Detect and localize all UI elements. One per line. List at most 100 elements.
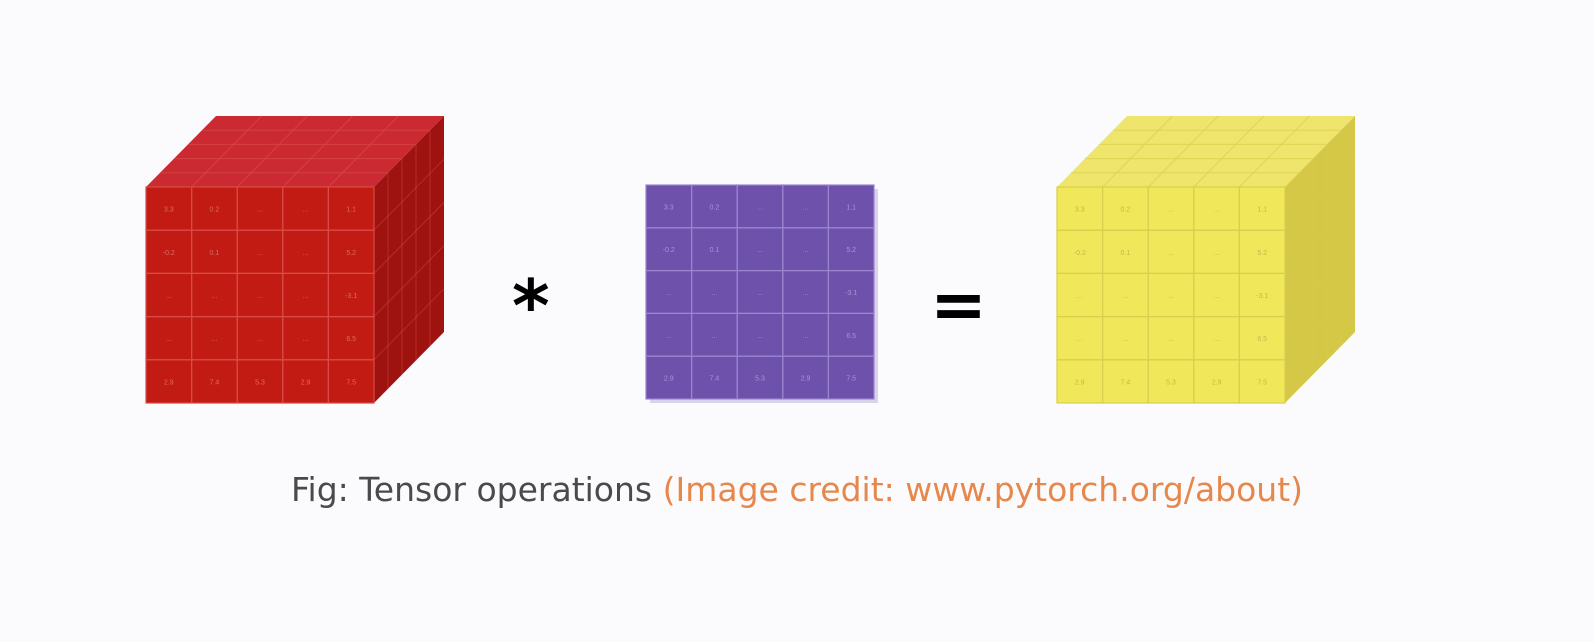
input-tensor-cell-value: 0.1 xyxy=(210,250,220,257)
input-tensor-cell-value: 1.1 xyxy=(346,207,356,214)
kernel-matrix-cell xyxy=(827,355,875,400)
output-tensor-cell-value: ... xyxy=(1214,293,1220,300)
input-tensor-cell-value: ... xyxy=(303,250,309,257)
kernel-matrix-cell-value: ... xyxy=(666,333,672,340)
input-tensor-top-face xyxy=(146,116,444,187)
output-tensor-top-grid-line xyxy=(1239,115,1310,188)
output-tensor-cell-value: ... xyxy=(1077,336,1083,343)
kernel-matrix-cell-value: -0.2 xyxy=(663,247,675,254)
input-tensor-cell-value: 2.9 xyxy=(301,379,311,386)
input-tensor-cell-value: ... xyxy=(303,293,309,300)
kernel-matrix-cell-value: 5.3 xyxy=(755,376,765,383)
input-tensor-cell-value: -0.2 xyxy=(163,250,175,257)
equals-operator: = xyxy=(930,266,987,345)
output-tensor-side-grid-line xyxy=(1284,158,1356,231)
kernel-matrix-cell-value: ... xyxy=(757,204,763,211)
kernel-matrix-cell-value: ... xyxy=(757,333,763,340)
input-tensor-top-grid-line xyxy=(236,115,308,188)
output-tensor-cell-value: 7.5 xyxy=(1257,379,1267,386)
kernel-matrix-cell-value: 0.2 xyxy=(710,204,720,211)
output-tensor-side-grid-line xyxy=(1284,202,1356,274)
output-tensor-cell-value: ... xyxy=(1214,207,1220,214)
input-tensor-cell-value: 6.5 xyxy=(346,336,356,343)
output-tensor-cell-value: ... xyxy=(1214,250,1220,257)
output-tensor-cell-value: ... xyxy=(1122,293,1128,300)
input-tensor-cell-value: 3.3 xyxy=(164,207,174,214)
input-tensor-top-grid-line xyxy=(282,115,354,188)
kernel-matrix-cell-value: 2.9 xyxy=(801,376,811,383)
output-tensor-front-face xyxy=(1057,187,1285,403)
output-tensor-side-face xyxy=(1285,116,1355,403)
input-tensor-cell-value: 7.5 xyxy=(346,379,356,386)
kernel-matrix-cell-value: 7.5 xyxy=(846,376,856,383)
output-tensor-cell-value: ... xyxy=(1077,293,1083,300)
input-tensor-cell-value: ... xyxy=(303,207,309,214)
output-tensor-top-face xyxy=(1057,116,1355,187)
output-tensor-side-grid-line xyxy=(1284,288,1356,361)
output-tensor-cube: 3.3 0.2...... 1.1 -0.2 0.1...... 5.2.........… xyxy=(1056,115,1356,404)
caption-text: Fig: Tensor operations xyxy=(290,470,653,509)
input-tensor-cell-value: 5.3 xyxy=(255,379,265,386)
output-tensor-top-grid-line xyxy=(1193,115,1265,188)
input-tensor-cell-value: ... xyxy=(257,250,263,257)
output-tensor-top-grid-line xyxy=(1147,115,1219,188)
input-tensor-cell-value: ... xyxy=(211,293,217,300)
output-tensor-cell-value: 1.1 xyxy=(1257,207,1267,214)
output-tensor-cell-value: ... xyxy=(1168,336,1174,343)
output-tensor-cell-value: ... xyxy=(1122,336,1128,343)
output-tensor-side-grid-line xyxy=(1284,245,1356,317)
output-tensor-cell-value: ... xyxy=(1214,336,1220,343)
input-tensor-cell-value: ... xyxy=(257,293,263,300)
input-tensor-cell-value: -3.1 xyxy=(345,293,357,300)
kernel-matrix-front-face xyxy=(646,185,874,399)
output-tensor-cell-value: 7.4 xyxy=(1121,379,1131,386)
kernel-matrix-cell-value: ... xyxy=(711,333,717,340)
kernel-matrix-cell-value: ... xyxy=(803,247,809,254)
kernel-matrix-cell-value: ... xyxy=(757,247,763,254)
input-tensor-side-grid-line xyxy=(373,202,445,274)
output-tensor-cell-value: 6.5 xyxy=(1257,336,1267,343)
image-credit: (Image credit: www.pytorch.org/about) xyxy=(662,470,1304,509)
kernel-matrix-cell-value: 5.2 xyxy=(846,247,856,254)
input-tensor-cell-value: 5.2 xyxy=(346,250,356,257)
input-tensor-side-grid-line xyxy=(373,245,445,317)
input-tensor-cell-value: ... xyxy=(303,336,309,343)
input-tensor-cell-value: ... xyxy=(166,336,172,343)
input-tensor-cell-value: ... xyxy=(211,336,217,343)
output-tensor-cell-value: 3.3 xyxy=(1075,207,1085,214)
output-tensor-cell-value: 0.1 xyxy=(1121,250,1131,257)
output-tensor-cell-value: 2.9 xyxy=(1212,379,1222,386)
output-tensor-top-grid-line xyxy=(1102,115,1173,188)
kernel-matrix-cell-value: 2.9 xyxy=(664,376,674,383)
input-tensor-top-grid-line xyxy=(328,115,399,188)
input-tensor-side-grid-line xyxy=(373,158,445,231)
kernel-matrix-cell-value: ... xyxy=(711,290,717,297)
kernel-matrix-cell-value: ... xyxy=(803,204,809,211)
kernel-matrix-cell-value: ... xyxy=(757,290,763,297)
input-tensor-top-grid-line xyxy=(191,115,262,188)
input-tensor-cell-value: ... xyxy=(257,336,263,343)
kernel-matrix-cell-value: ... xyxy=(666,290,672,297)
output-tensor-cell-value: ... xyxy=(1168,293,1174,300)
multiply-operator: * xyxy=(512,264,550,348)
input-tensor-side-face xyxy=(374,116,444,403)
output-tensor-cell-value: 0.2 xyxy=(1121,207,1131,214)
kernel-matrix-cell-value: ... xyxy=(803,333,809,340)
output-tensor-cell-value: 5.2 xyxy=(1257,250,1267,257)
output-tensor-cell-value: ... xyxy=(1168,250,1174,257)
output-tensor-cell-value: -3.1 xyxy=(1256,293,1268,300)
kernel-matrix-cell-value: -3.1 xyxy=(845,290,857,297)
input-tensor-cube: 3.3 0.2...... 1.1 -0.2 0.1...... 5.2.........… xyxy=(145,115,445,404)
input-tensor-cell xyxy=(327,359,375,404)
kernel-matrix-cell-value: 7.4 xyxy=(710,376,720,383)
kernel-matrix-cell-value: 3.3 xyxy=(664,204,674,211)
kernel-matrix-cell-value: 6.5 xyxy=(846,333,856,340)
output-tensor-cell xyxy=(1238,359,1286,404)
input-tensor-cell-value: 0.2 xyxy=(210,207,220,214)
output-tensor-cell-value: 5.3 xyxy=(1166,379,1176,386)
output-tensor-cell-value: -0.2 xyxy=(1074,250,1086,257)
input-tensor-cell-value: 2.9 xyxy=(164,379,174,386)
kernel-matrix-cell-value: 1.1 xyxy=(846,204,856,211)
